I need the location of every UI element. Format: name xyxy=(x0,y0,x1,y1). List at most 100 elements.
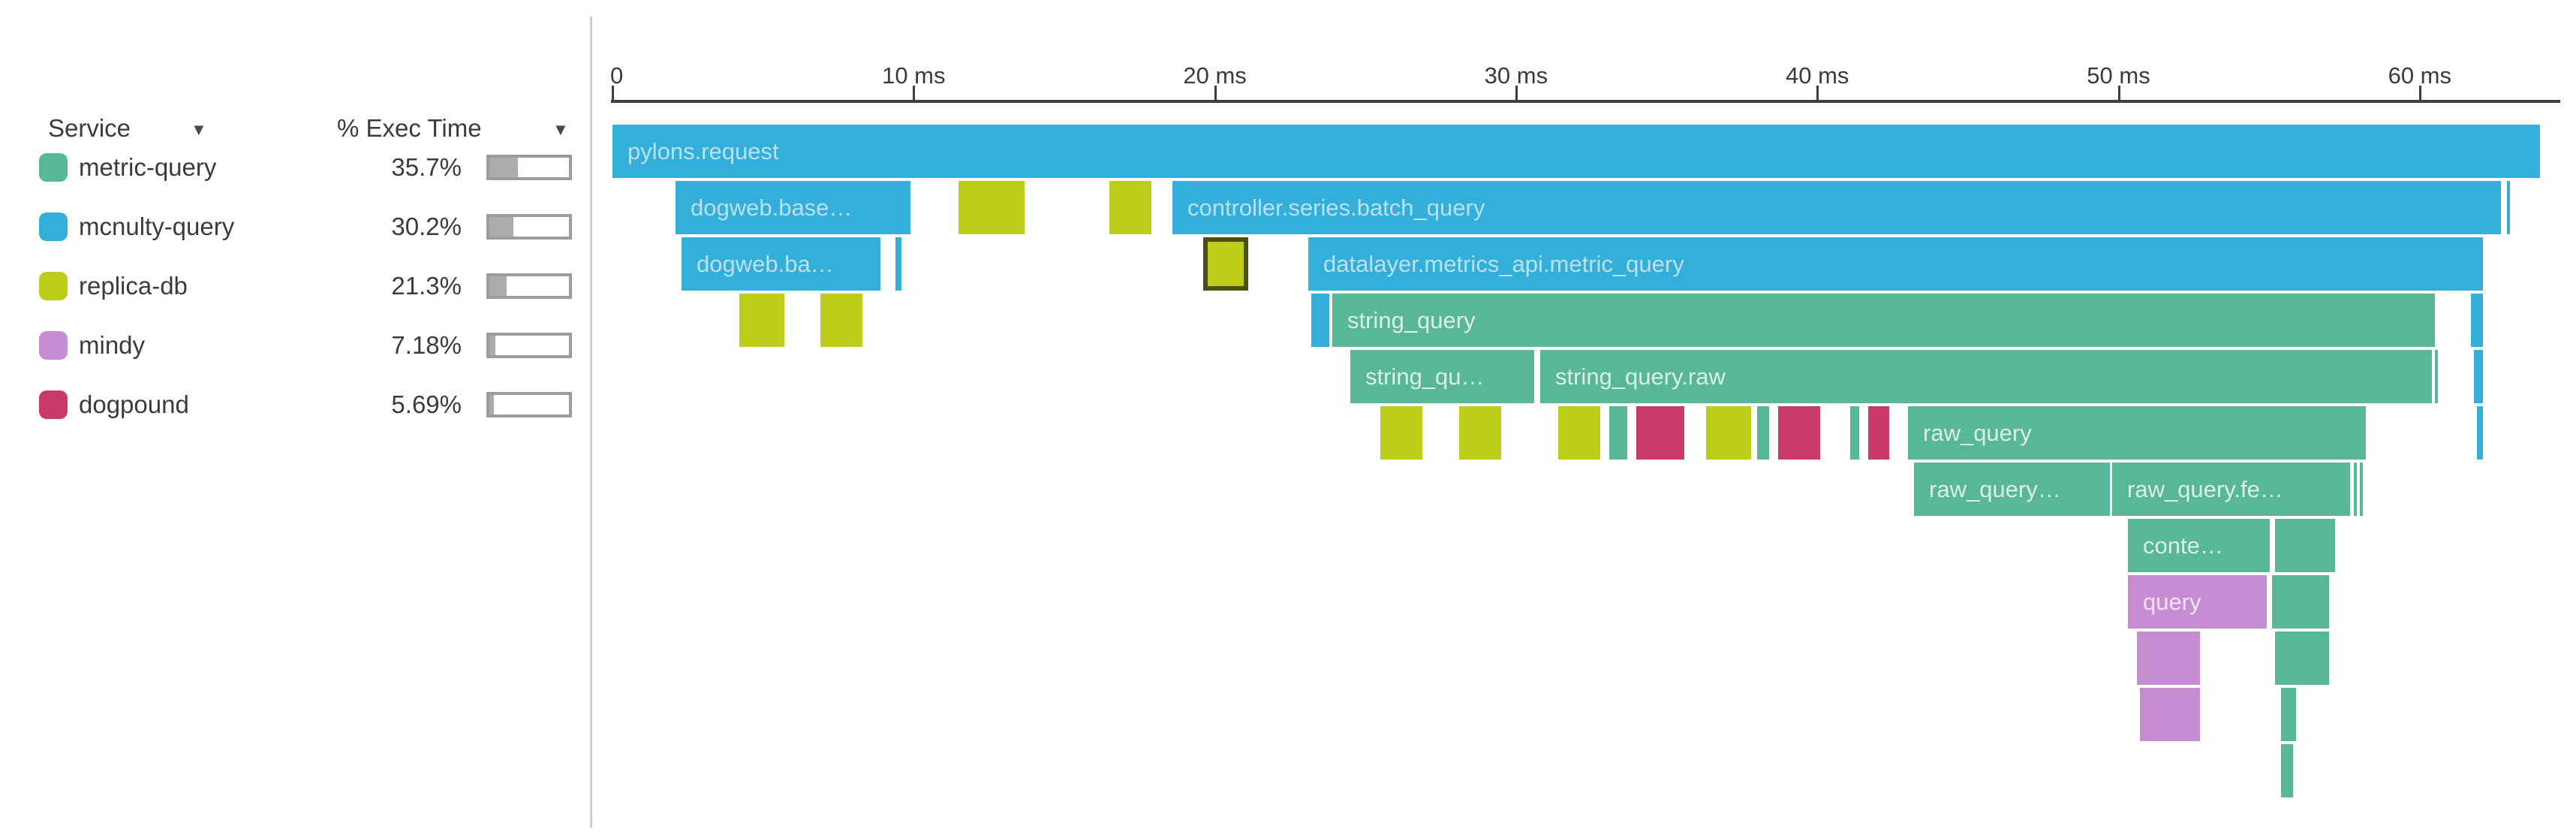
chevron-down-icon[interactable]: ▼ xyxy=(191,120,207,139)
flame-span[interactable] xyxy=(1558,406,1600,460)
flame-span-label: string_qu… xyxy=(1365,363,1485,390)
service-color-swatch xyxy=(39,153,68,182)
flame-span-pylons.request[interactable]: pylons.request xyxy=(612,125,2540,178)
service-color-swatch xyxy=(39,272,68,300)
exec-time-progress-bar xyxy=(486,214,572,240)
flame-span[interactable] xyxy=(1380,406,1422,460)
flame-span[interactable] xyxy=(1109,181,1151,234)
exec-time-progress-fill xyxy=(489,217,513,237)
flame-span[interactable] xyxy=(1609,406,1627,460)
axis-tick-label: 50 ms xyxy=(2087,62,2150,89)
axis-tick-mark xyxy=(612,86,614,102)
exec-time-column-header[interactable]: % Exec Time xyxy=(337,114,482,142)
flame-span[interactable] xyxy=(2474,350,2483,403)
flame-span-label: raw_query xyxy=(1923,420,2032,446)
service-legend-row-metric-query[interactable]: metric-query 35.7% xyxy=(0,152,585,184)
flame-span[interactable] xyxy=(2137,632,2200,685)
flame-span-string_qu[interactable]: string_qu… xyxy=(1350,350,1534,403)
flame-span[interactable] xyxy=(2275,632,2329,685)
flame-span-dogweb.ba[interactable]: dogweb.ba… xyxy=(682,237,880,291)
flame-span[interactable] xyxy=(958,181,1025,234)
exec-time-progress-bar xyxy=(486,273,572,299)
flame-span[interactable] xyxy=(2272,575,2329,628)
flame-span-selected[interactable] xyxy=(1203,237,1248,291)
axis-tick-label: 0 xyxy=(610,62,624,89)
exec-time-progress-bar xyxy=(486,333,572,358)
flame-span[interactable] xyxy=(1459,406,1501,460)
flame-span-controller.series.batch_query[interactable]: controller.series.batch_query xyxy=(1172,181,2501,234)
flame-span-raw_query.fe[interactable]: raw_query.fe… xyxy=(2112,463,2350,516)
service-name: metric-query xyxy=(79,153,217,181)
flame-span[interactable] xyxy=(895,237,901,291)
flame-span[interactable] xyxy=(1636,406,1684,460)
axis-tick-mark xyxy=(1515,86,1518,102)
flame-span-dogweb.base[interactable]: dogweb.base… xyxy=(676,181,910,234)
axis-tick-mark xyxy=(2418,86,2421,102)
flame-span[interactable] xyxy=(2275,519,2335,572)
exec-time-value: 30.2% xyxy=(391,213,462,240)
flame-span-label: string_query xyxy=(1347,307,1476,333)
service-legend-row-mcnulty-query[interactable]: mcnulty-query 30.2% xyxy=(0,212,585,243)
axis-tick-mark xyxy=(1816,86,1819,102)
exec-time-progress-bar xyxy=(486,392,572,417)
flame-span[interactable] xyxy=(1778,406,1820,460)
flame-span-raw_query[interactable]: raw_query… xyxy=(1914,463,2110,516)
flame-span-label: raw_query… xyxy=(1929,476,2061,502)
flame-span-datalayer.metrics_api.metric_query[interactable]: datalayer.metrics_api.metric_query xyxy=(1308,237,2483,291)
flame-span-string_query[interactable]: string_query xyxy=(1332,294,2435,347)
exec-time-progress-fill xyxy=(489,276,507,296)
flame-span-label: raw_query.fe… xyxy=(2127,476,2283,502)
flame-span[interactable] xyxy=(2281,744,2293,797)
flame-span[interactable] xyxy=(739,294,784,347)
service-column-header[interactable]: Service xyxy=(48,114,131,142)
exec-time-value: 5.69% xyxy=(391,390,462,418)
axis-tick-mark xyxy=(2117,86,2120,102)
exec-time-progress-fill xyxy=(489,336,495,355)
time-axis-line xyxy=(611,100,2560,103)
axis-tick-label: 10 ms xyxy=(882,62,946,89)
service-legend-row-replica-db[interactable]: replica-db 21.3% xyxy=(0,271,585,303)
service-color-swatch xyxy=(39,331,68,360)
flame-span[interactable] xyxy=(2435,350,2438,403)
service-color-swatch xyxy=(39,213,68,241)
exec-time-progress-fill xyxy=(489,395,494,414)
service-name: mcnulty-query xyxy=(79,213,235,240)
axis-tick-label: 20 ms xyxy=(1183,62,1247,89)
flame-span[interactable] xyxy=(2507,181,2510,234)
flame-span[interactable] xyxy=(1868,406,1889,460)
flame-span-label: datalayer.metrics_api.metric_query xyxy=(1323,251,1684,277)
flame-span-conte[interactable]: conte… xyxy=(2128,519,2270,572)
flame-span[interactable] xyxy=(2360,463,2363,516)
axis-tick-mark xyxy=(1214,86,1217,102)
flame-span-label: dogweb.base… xyxy=(691,194,853,221)
flame-span[interactable] xyxy=(2281,688,2296,741)
service-name: replica-db xyxy=(79,272,188,300)
exec-time-value: 35.7% xyxy=(391,153,462,181)
chevron-down-icon[interactable]: ▼ xyxy=(552,120,569,139)
axis-tick-label: 60 ms xyxy=(2388,62,2452,89)
exec-time-value: 21.3% xyxy=(391,272,462,300)
service-name: dogpound xyxy=(79,390,189,418)
flame-span[interactable] xyxy=(1706,406,1751,460)
flame-span[interactable] xyxy=(820,294,862,347)
flame-span[interactable] xyxy=(2477,406,2483,460)
flame-span-query[interactable]: query xyxy=(2128,575,2267,628)
service-name: mindy xyxy=(79,331,146,359)
flame-span[interactable] xyxy=(2354,463,2357,516)
flame-span-label: query xyxy=(2143,589,2201,615)
flame-span-label: dogweb.ba… xyxy=(697,251,834,277)
flame-span[interactable] xyxy=(2140,688,2200,741)
flame-span-label: pylons.request xyxy=(627,138,779,164)
flame-span[interactable] xyxy=(1757,406,1769,460)
flame-span[interactable] xyxy=(2471,294,2483,347)
flame-span-label: string_query.raw xyxy=(1555,363,1726,390)
flame-span[interactable] xyxy=(1311,294,1329,347)
exec-time-progress-fill xyxy=(489,158,518,177)
service-legend-row-dogpound[interactable]: dogpound 5.69% xyxy=(0,390,585,421)
flame-span-raw_query[interactable]: raw_query xyxy=(1908,406,2366,460)
flame-span-label: controller.series.batch_query xyxy=(1187,194,1485,221)
flame-span-string_query.raw[interactable]: string_query.raw xyxy=(1540,350,2432,403)
flame-span[interactable] xyxy=(1850,406,1859,460)
